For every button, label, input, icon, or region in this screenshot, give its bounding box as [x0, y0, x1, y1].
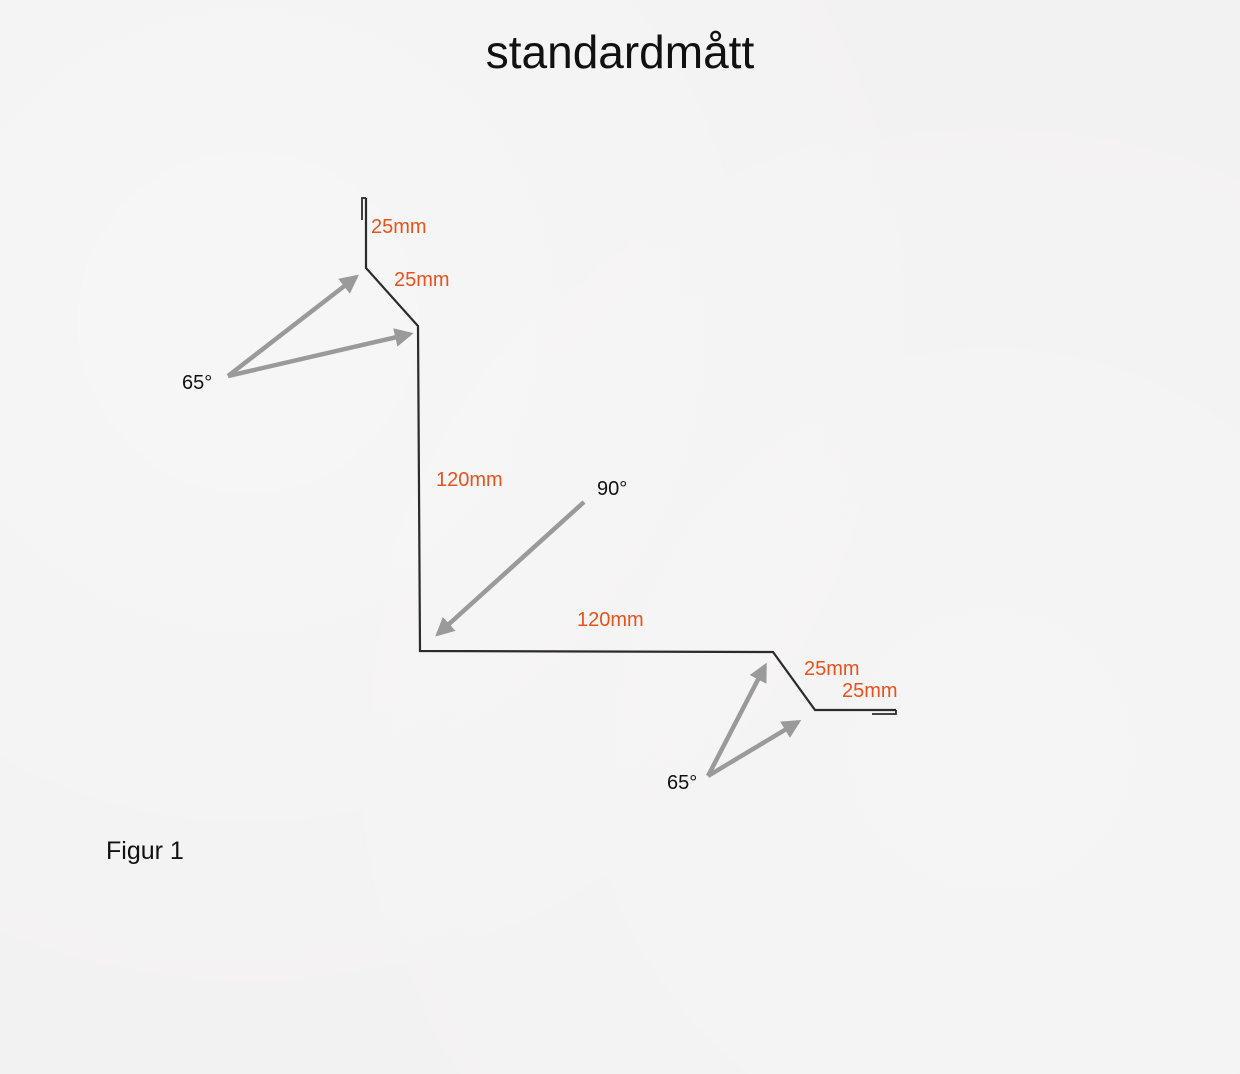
dim-bottom-hem: 25mm [842, 680, 898, 702]
dimension-labels: 25mm 25mm 120mm 120mm 25mm 25mm [371, 216, 898, 702]
top-hem-fold [361, 197, 366, 220]
arrow-top-upper [226, 274, 359, 378]
angle-corner: 90° [597, 478, 627, 500]
figure-caption: Figur 1 [106, 837, 184, 865]
arrow-corner [435, 500, 586, 637]
bottom-hem-fold [872, 710, 897, 715]
angle-labels: 65° 90° 65° [182, 372, 697, 794]
sheet-profile [361, 197, 897, 715]
dim-vertical: 120mm [436, 469, 503, 491]
page-title: standardmått [486, 26, 755, 78]
angle-top: 65° [182, 372, 212, 394]
profile-line [364, 198, 896, 712]
arrow-top-lower [227, 328, 414, 379]
dim-bottom-slant: 25mm [804, 658, 860, 680]
angle-arrows [226, 274, 802, 778]
dim-top-slant: 25mm [394, 269, 450, 291]
angle-bottom: 65° [667, 772, 697, 794]
dim-top-hem: 25mm [371, 216, 427, 238]
dim-horizontal: 120mm [577, 609, 644, 631]
arrow-bottom-right [706, 720, 802, 778]
arrow-bottom-left [706, 662, 767, 778]
